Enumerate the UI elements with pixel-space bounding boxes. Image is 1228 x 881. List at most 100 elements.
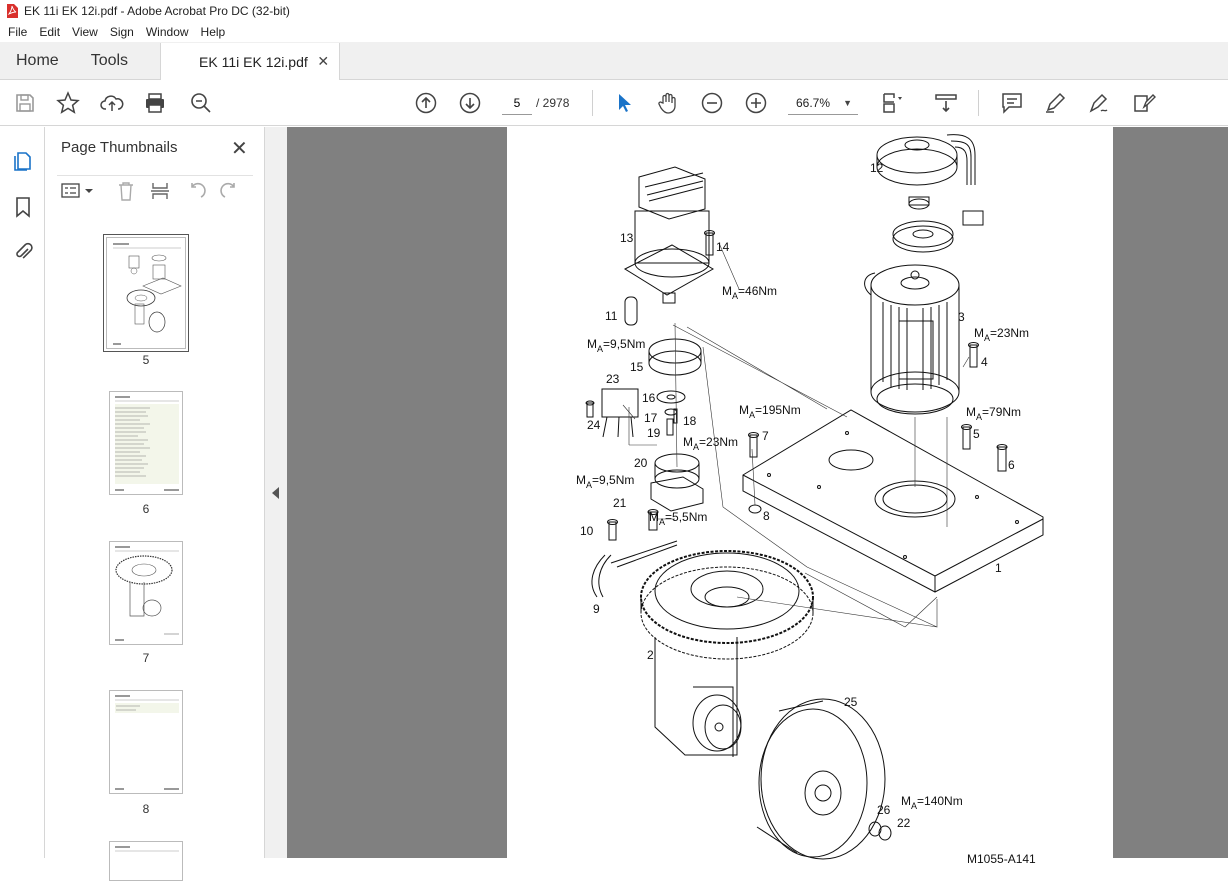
- panel-title: Page Thumbnails: [61, 139, 178, 156]
- callout-3: 3: [958, 310, 965, 324]
- torque-24: MA=9,5Nm: [587, 337, 645, 354]
- callout-25: 25: [844, 695, 858, 709]
- highlight-icon[interactable]: [1043, 91, 1067, 115]
- upload-icon[interactable]: [100, 91, 124, 115]
- print-icon[interactable]: [143, 91, 167, 115]
- callout-23: 23: [606, 372, 620, 386]
- torque-19: MA=23Nm: [683, 435, 738, 452]
- thumbnail-drawing-preview: [113, 243, 182, 345]
- callout-18: 18: [683, 414, 697, 428]
- close-panel-icon[interactable]: ✕: [231, 138, 248, 160]
- callout-20: 20: [634, 456, 648, 470]
- thumbnail-table-preview: [115, 396, 179, 491]
- figure-id: M1055-A141: [967, 852, 1036, 866]
- comment-icon[interactable]: [1000, 91, 1024, 115]
- page-thumbnails-icon[interactable]: [11, 149, 35, 173]
- pump-motor: [638, 166, 706, 220]
- torque-21: MA=5,5Nm: [649, 510, 707, 527]
- thumbnail-options-icon[interactable]: [61, 182, 95, 200]
- zoom-out-icon[interactable]: [700, 91, 724, 115]
- title-bar: EK 11i EK 12i.pdf - Adobe Acrobat Pro DC…: [0, 0, 1228, 22]
- page-total-label: / 2978: [536, 96, 570, 110]
- left-icon-rail: [0, 127, 45, 858]
- callout-26: 26: [877, 803, 891, 817]
- menu-window[interactable]: Window: [145, 25, 189, 39]
- star-icon[interactable]: [56, 91, 80, 115]
- tab-bar: Home Tools EK 11i EK 12i.pdf ✕: [0, 42, 1228, 80]
- hand-icon[interactable]: [656, 91, 680, 115]
- tab-tools[interactable]: Tools: [90, 51, 129, 69]
- menu-bar: File Edit View Sign Window Help: [0, 22, 1228, 42]
- callout-6: 6: [1008, 458, 1015, 472]
- callout-7: 7: [762, 429, 769, 443]
- acrobat-pdf-icon: [7, 4, 18, 18]
- torque-22: MA=140Nm: [901, 794, 963, 811]
- callout-11: 11: [605, 309, 618, 323]
- callout-13: 13: [620, 231, 634, 245]
- thumbnail-drawing-preview: [115, 546, 179, 641]
- callout-15: 15: [630, 360, 644, 374]
- thumbnail-label: 7: [142, 651, 150, 665]
- save-icon[interactable]: [13, 91, 37, 115]
- thumbnail-page-9[interactable]: [109, 841, 183, 881]
- callout-16: 16: [642, 391, 656, 405]
- callout-21: 21: [613, 496, 627, 510]
- thumbnail-label: 8: [142, 802, 150, 816]
- document-viewer[interactable]: 12 13 14 11 15 16 17 18 19 20 21 23 24 1…: [287, 127, 1228, 866]
- edit-icon[interactable]: [1132, 91, 1156, 115]
- sign-icon[interactable]: [1087, 91, 1111, 115]
- rotate-right-icon[interactable]: [219, 181, 241, 201]
- window-title: EK 11i EK 12i.pdf - Adobe Acrobat Pro DC…: [24, 4, 290, 18]
- tab-document[interactable]: EK 11i EK 12i.pdf ✕: [160, 43, 341, 80]
- callout-19: 19: [647, 426, 661, 440]
- fit-page-icon[interactable]: [880, 91, 904, 115]
- menu-sign[interactable]: Sign: [109, 25, 134, 39]
- callout-10: 10: [580, 524, 594, 538]
- callout-labels: 12 13 14 11 15 16 17 18 19 20 21 23 24 1…: [580, 161, 1015, 830]
- page-number-input[interactable]: [502, 91, 532, 115]
- bookmark-icon[interactable]: [11, 195, 35, 219]
- callout-24: 24: [587, 418, 601, 432]
- torque-4: MA=23Nm: [974, 326, 1029, 343]
- callout-1: 1: [995, 561, 1002, 575]
- thumbnail-page-8[interactable]: [109, 690, 183, 794]
- page-thumbnails-panel: Page Thumbnails ✕ 5 6: [45, 127, 305, 881]
- page-down-icon[interactable]: [458, 91, 482, 115]
- torque-7: MA=195Nm: [739, 403, 801, 420]
- thumbnail-page-5[interactable]: [103, 234, 189, 352]
- torque-labels: MA=46Nm MA=23Nm MA=195Nm MA=79Nm MA=23Nm…: [576, 284, 1029, 811]
- page-up-icon[interactable]: [414, 91, 438, 115]
- toolbar-divider: [978, 90, 979, 116]
- main-toolbar: / 2978 66.7% ▼: [0, 80, 1228, 126]
- base-plate: [742, 409, 1044, 593]
- panel-splitter[interactable]: [265, 127, 287, 858]
- thumbnail-partial-preview: [115, 846, 179, 852]
- attachment-icon[interactable]: [11, 240, 35, 264]
- tab-home[interactable]: Home: [16, 51, 59, 69]
- zoom-in-icon[interactable]: [744, 91, 768, 115]
- menu-edit[interactable]: Edit: [39, 25, 61, 39]
- chevron-down-icon: ▼: [843, 97, 852, 108]
- callout-2: 2: [647, 648, 654, 662]
- menu-view[interactable]: View: [72, 25, 98, 39]
- select-cursor-icon[interactable]: [612, 91, 636, 115]
- thumbnail-page-6[interactable]: [109, 391, 183, 495]
- rotate-left-icon[interactable]: [185, 181, 207, 201]
- zoom-select[interactable]: 66.7% ▼: [788, 91, 858, 115]
- menu-help[interactable]: Help: [200, 25, 226, 39]
- zoom-search-icon[interactable]: [189, 91, 213, 115]
- menu-file[interactable]: File: [8, 25, 28, 39]
- collapse-panel-icon[interactable]: [272, 487, 279, 499]
- delete-page-icon[interactable]: [115, 181, 137, 201]
- thumbnail-label: 6: [142, 502, 150, 516]
- insert-page-icon[interactable]: [149, 181, 171, 201]
- torque-5: MA=79Nm: [966, 405, 1021, 422]
- callout-4: 4: [981, 355, 988, 369]
- exploded-parts-drawing: 12 13 14 11 15 16 17 18 19 20 21 23 24 1…: [576, 134, 1044, 866]
- zoom-value: 66.7%: [796, 95, 831, 110]
- scroll-mode-icon[interactable]: [934, 91, 958, 115]
- thumbnail-page-7[interactable]: [109, 541, 183, 645]
- callout-12: 12: [870, 161, 884, 175]
- toolbar-divider: [592, 90, 593, 116]
- close-tab-icon[interactable]: ✕: [317, 53, 330, 69]
